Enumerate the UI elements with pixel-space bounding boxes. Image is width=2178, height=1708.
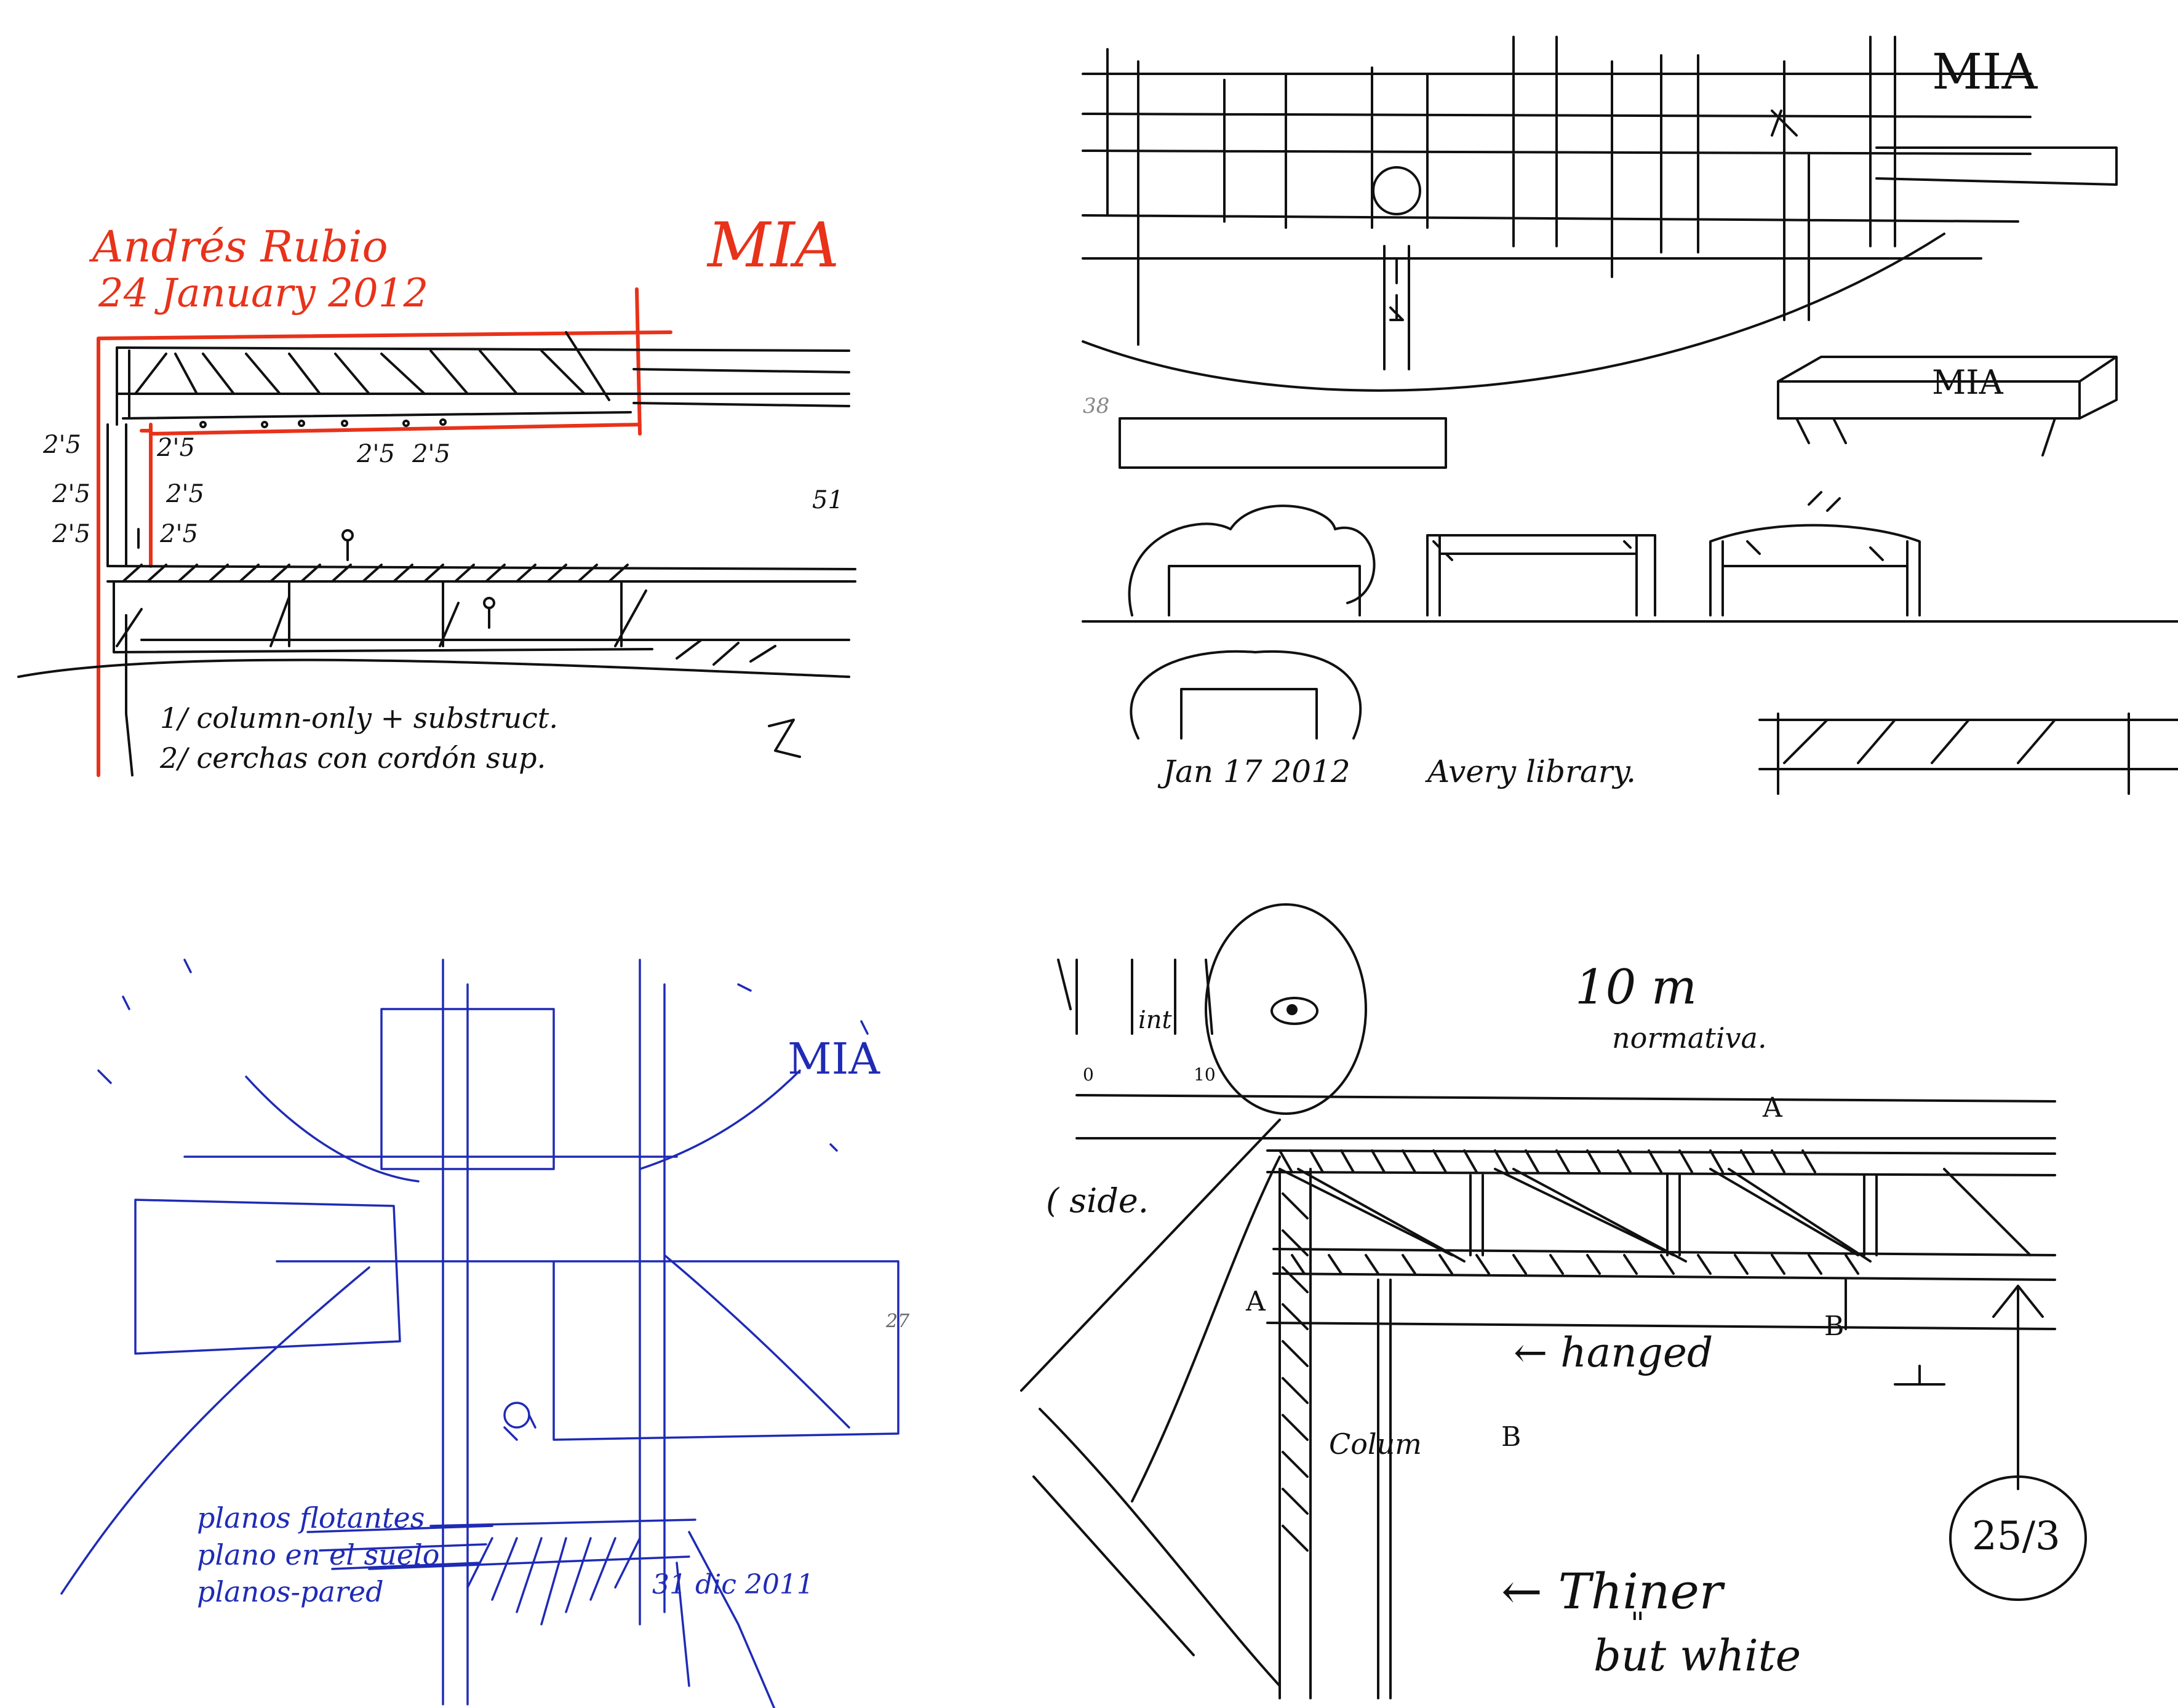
thinner-note: ← Thiner bbox=[1501, 1563, 1723, 1620]
note-line-2: plano en el suelo bbox=[197, 1538, 440, 1571]
label-a-left: A bbox=[1246, 1286, 1266, 1317]
dim-label: 2'5 bbox=[412, 440, 450, 468]
scale-label-ten: 10 bbox=[1194, 1064, 1216, 1085]
label-a-top: A bbox=[1763, 1092, 1782, 1123]
dim-label: 2'5 bbox=[52, 520, 90, 548]
dim-label: 2'5 bbox=[52, 480, 90, 508]
int-label: int bbox=[1138, 1006, 1172, 1034]
note-line-1: planos flotantes bbox=[197, 1501, 425, 1534]
sketch-bottom-right: 0 10 int 10 m normativa. A A B B ( side.… bbox=[1009, 886, 2178, 1708]
author-date: 24 January 2012 bbox=[98, 271, 429, 316]
scale-label-zero: 0 bbox=[1083, 1064, 1094, 1085]
ditto-mark: " bbox=[1630, 1606, 1645, 1642]
note-line-2: 2/ cerchas con cordón sup. bbox=[160, 741, 546, 775]
label-b-low: B bbox=[1501, 1421, 1522, 1453]
circle-bottom-note: 25/3 bbox=[1972, 1514, 2060, 1559]
dim-label: 2'5 bbox=[357, 440, 395, 468]
sketch-date: Jan 17 2012 bbox=[1163, 754, 1350, 789]
page-number: 27 bbox=[886, 1311, 910, 1332]
circle-height-note: 10 m bbox=[1575, 960, 1697, 1015]
dim-label: 2'5 bbox=[160, 520, 198, 548]
but-white-note: but white bbox=[1594, 1630, 1801, 1681]
truss-perspective-drawing bbox=[1020, 903, 2087, 1699]
mia-logo-black: MIA bbox=[1932, 43, 2038, 100]
sketch-caption: Avery library. bbox=[1427, 754, 1637, 789]
library-plan-drawing bbox=[1082, 36, 2178, 795]
hanged-note: ← hanged bbox=[1514, 1329, 1713, 1376]
note-line-3: planos-pared bbox=[197, 1575, 384, 1608]
author-name: Andrés Rubio bbox=[92, 221, 388, 272]
label-b-right: B bbox=[1824, 1311, 1845, 1342]
eye-icon bbox=[1270, 997, 1318, 1025]
dim-label: 2'5 bbox=[157, 434, 195, 462]
page-number: 51 bbox=[812, 486, 844, 514]
note-line-1: 1/ column-only + substruct. bbox=[160, 701, 559, 735]
sketch-top-right: MIA 38 MIA Jan 17 2012 Avery library. bbox=[1071, 0, 2178, 800]
circle-subnote: normativa. bbox=[1612, 1021, 1767, 1055]
dim-label: 2'5 bbox=[43, 431, 81, 459]
sketch-date: 31 dic 2011 bbox=[652, 1569, 814, 1600]
floating-planes-drawing bbox=[60, 959, 900, 1708]
mia-logo-blue: MIA bbox=[788, 1034, 880, 1084]
sign-lettering: MIA bbox=[1932, 363, 2003, 402]
column-note: Colum bbox=[1329, 1427, 1422, 1461]
sketch-bottom-left: MIA 27 planos flotantes plano en el suel… bbox=[0, 886, 984, 1708]
page-number: 38 bbox=[1083, 394, 1110, 418]
truss-section-drawing bbox=[17, 287, 856, 777]
dim-label: 2'5 bbox=[166, 480, 204, 508]
side-note: ( side. bbox=[1046, 1181, 1149, 1220]
mia-logo-red: MIA bbox=[708, 209, 840, 281]
sketch-top-left: Andrés Rubio 24 January 2012 MIA 2'5 2'5… bbox=[0, 0, 1071, 800]
